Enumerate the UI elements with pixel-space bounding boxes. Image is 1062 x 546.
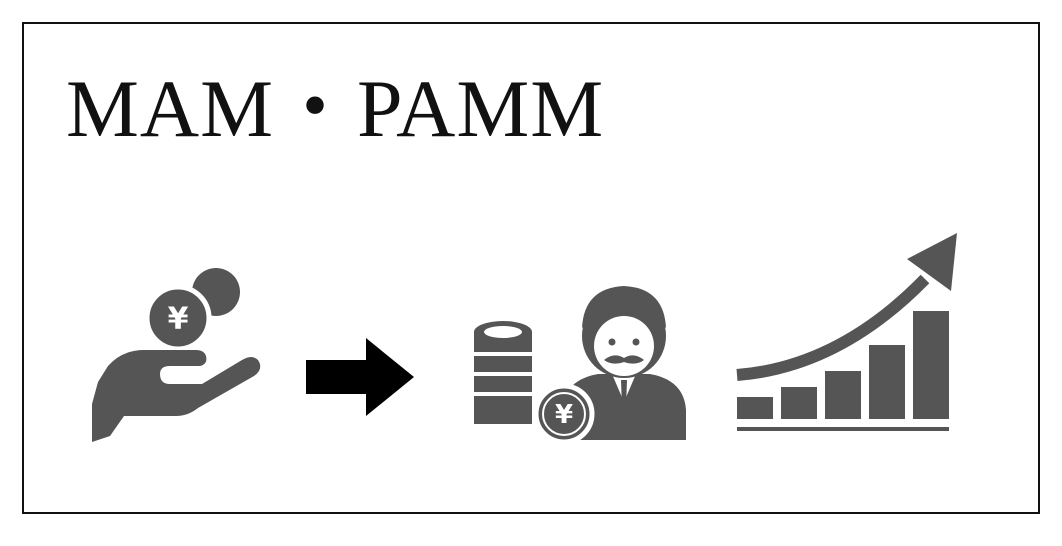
growth-bar-chart-icon (729, 233, 957, 431)
coin-stack (474, 332, 532, 424)
mustache (604, 355, 644, 364)
yen-coin (533, 383, 595, 442)
growth-bar (781, 387, 817, 419)
growth-arrow-shaft (736, 274, 930, 381)
left-eye (608, 338, 616, 346)
banner-frame: MAM・PAMM ¥ ¥ (22, 22, 1040, 514)
arrow-shape (306, 338, 414, 416)
growth-bar (913, 311, 949, 419)
arrow-right-icon (306, 338, 414, 416)
right-eye (632, 338, 640, 346)
page-title: MAM・PAMM (66, 63, 605, 154)
hair (582, 286, 666, 328)
face (594, 316, 654, 376)
baseline (737, 427, 949, 431)
fund-manager-with-coins-icon: ¥ (474, 286, 686, 442)
growth-bar (869, 345, 905, 419)
yen-symbol: ¥ (555, 400, 573, 430)
hand-shape (92, 350, 261, 442)
growth-bar (825, 371, 861, 419)
hand-holding-coin-icon: ¥ (92, 268, 261, 442)
growth-bar (737, 397, 773, 419)
yen-coin (144, 284, 212, 352)
coin-top-hole (484, 326, 522, 338)
yen-symbol: ¥ (168, 302, 189, 337)
necktie (621, 380, 627, 412)
growth-arrow-head (907, 233, 957, 291)
